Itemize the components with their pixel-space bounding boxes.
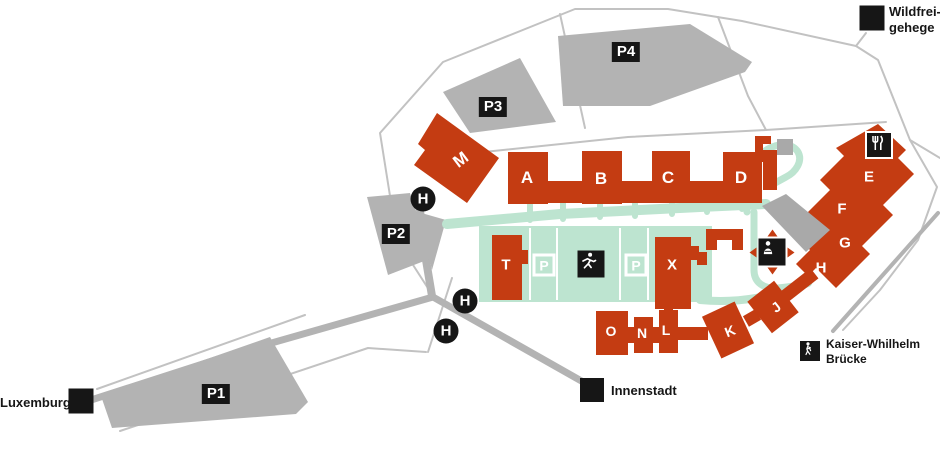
building-label-n: N: [636, 325, 648, 341]
building-label-e: E: [863, 168, 875, 186]
north-campus-path: [454, 129, 767, 156]
northeast-path: [765, 121, 887, 131]
building-x-shape: [655, 237, 691, 309]
building-o-shape: [596, 311, 628, 355]
building-label-g: G: [839, 234, 851, 252]
forum-dividers: [529, 228, 649, 300]
building-label-d: D: [734, 168, 748, 187]
building-label-o: O: [605, 323, 617, 339]
building-label-f: F: [837, 200, 847, 218]
building-label-l: L: [661, 322, 671, 338]
connector-j-h: [778, 268, 819, 304]
bridge-label-line1: Kaiser-Whilhelm: [826, 337, 921, 351]
parking-badge-p2: P2: [381, 224, 411, 244]
parking-badge-p3: P3: [478, 97, 508, 117]
connector-c-d: [690, 181, 723, 203]
arrow-down-icon: [767, 267, 777, 275]
bridge-pedestrian-icon: [800, 341, 820, 361]
central-annex-left-leg: [706, 240, 717, 250]
walkway-stubs: [527, 193, 745, 223]
entry-plaza: [418, 212, 446, 270]
restaurant-icon: [865, 131, 893, 159]
building-label-a: A: [520, 168, 534, 187]
central-annex-right-leg: [732, 240, 743, 250]
running-figure-glyph: [582, 252, 597, 269]
central-annex-top: [706, 229, 743, 240]
walking-figure-glyph: [805, 342, 812, 356]
gray-hall-shape: [762, 194, 830, 252]
parking-lot-p1: [101, 337, 308, 428]
innenstadt-label: Innenstadt: [611, 383, 677, 398]
connector-k-j: [742, 309, 762, 327]
building-l-shape: [659, 310, 678, 353]
right-exit-road: [909, 139, 940, 159]
innenstadt-marker: [580, 378, 604, 402]
gray-small-building: [777, 139, 793, 155]
building-n-shape: [634, 317, 653, 353]
parking-areas: [101, 24, 752, 428]
connector-l-k: [678, 327, 708, 340]
junction-cross-path: [427, 277, 453, 353]
meeting-point-icon: [749, 229, 795, 275]
building-label-x: X: [666, 256, 678, 274]
wildfreigehege-label-line2: gehege: [889, 20, 935, 36]
building-b-shape: [582, 151, 622, 204]
small-annex-east-of-x: [697, 252, 707, 265]
building-m-shape: [414, 113, 499, 203]
building-efgh-complex-shape: [796, 124, 914, 288]
building-c-shape: [652, 151, 690, 203]
building-label-b: B: [594, 169, 608, 188]
building-label-c: C: [661, 168, 675, 187]
building-j-shape: [747, 280, 799, 334]
gray-buildings: [762, 139, 830, 252]
forum-parking-box-1: P: [532, 253, 556, 277]
wildfreigehege-label: Wildfrei- gehege: [889, 4, 940, 37]
small-north-annex: [755, 136, 771, 162]
luxemburg-label: Luxemburg: [0, 395, 71, 410]
bus-stop-icon: H: [452, 288, 478, 314]
main-walkway: [442, 199, 771, 229]
buildings-shapes: [414, 113, 914, 359]
p1-upper-edge-road: [96, 314, 306, 390]
connector-a-b: [548, 181, 582, 203]
bus-stop-icon: H: [410, 186, 436, 212]
building-t-shape: [492, 235, 522, 300]
wildgehege-spur: [855, 32, 867, 47]
building-k-shape: [701, 301, 755, 359]
connector-x-l: [664, 305, 673, 313]
building-a-shape: [508, 152, 548, 204]
p4-east-road: [717, 16, 767, 131]
wildfreigehege-label-line1: Wildfrei-: [889, 4, 940, 19]
parking-lot-p4: [558, 24, 752, 106]
fork-knife-glyph: [872, 135, 883, 150]
arrow-left-icon: [749, 247, 757, 257]
connector-n-l: [653, 327, 659, 343]
bridge-label-line2: Brücke: [826, 352, 867, 366]
parking-badge-p4: P4: [611, 42, 641, 62]
parking-badge-p1: P1: [201, 384, 231, 404]
arrow-up-icon: [767, 229, 777, 237]
person-figure-glyph: [763, 241, 773, 255]
bridge-label: Kaiser-Whilhelm Brücke: [826, 337, 920, 367]
building-label-t: T: [501, 256, 511, 274]
arrow-right-icon: [787, 247, 795, 257]
connector-o-n: [628, 327, 634, 343]
d-east-annex: [763, 150, 777, 190]
connector-b-c: [622, 181, 652, 203]
bus-stop-icon: H: [433, 318, 459, 344]
luxemburg-marker: [68, 388, 94, 414]
building-label-h: H: [815, 259, 827, 277]
building-t-tab: [522, 250, 528, 264]
sports-icon: [577, 250, 605, 278]
bridge-path: [831, 211, 940, 333]
forum-parking-box-2: P: [624, 253, 648, 277]
parking-lot-p3: [443, 58, 556, 133]
building-x-tab: [691, 246, 699, 260]
wildfreigehege-marker: [859, 5, 885, 31]
